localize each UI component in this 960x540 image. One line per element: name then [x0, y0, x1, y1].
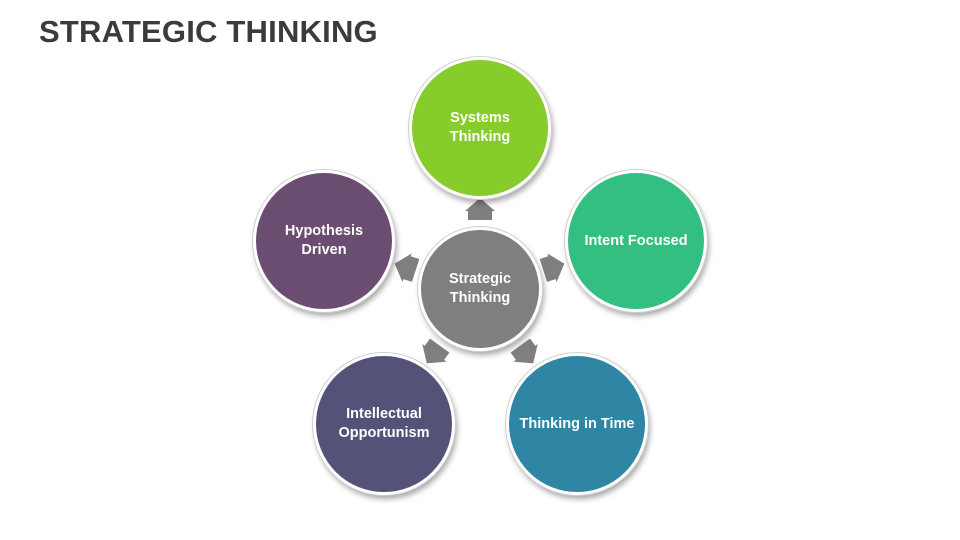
node-thinking-in-time: Thinking in Time: [506, 353, 648, 495]
page-title: STRATEGIC THINKING: [39, 14, 378, 49]
node-systems-thinking: Systems Thinking: [409, 57, 551, 199]
arrow-shape: [422, 338, 450, 364]
arrow-to-hypothesis: [394, 253, 420, 282]
node-label: Systems Thinking: [449, 110, 511, 145]
node-label: Intent Focused: [584, 232, 688, 249]
node-label: Hypothesis Driven: [284, 223, 364, 258]
node-label: Intellectual Opportunism: [338, 406, 430, 441]
arrow-shape: [394, 253, 420, 282]
node-hypothesis-driven: Hypothesis Driven: [253, 170, 395, 312]
arrow-to-intellectual: [422, 338, 450, 364]
arrow-shape: [510, 338, 538, 364]
arrow-to-systems: [465, 198, 495, 220]
node-intent-focused: Intent Focused: [565, 170, 707, 312]
arrow-to-time: [510, 338, 538, 364]
node-strategic-thinking-center: Strategic Thinking: [418, 227, 542, 351]
center-label: Strategic Thinking: [448, 271, 512, 306]
arrow-shape: [539, 253, 565, 282]
node-label: Thinking in Time: [519, 415, 635, 432]
arrow-to-intent: [539, 253, 565, 282]
node-intellectual-opportunism: Intellectual Opportunism: [313, 353, 455, 495]
arrow-shape: [465, 198, 495, 220]
